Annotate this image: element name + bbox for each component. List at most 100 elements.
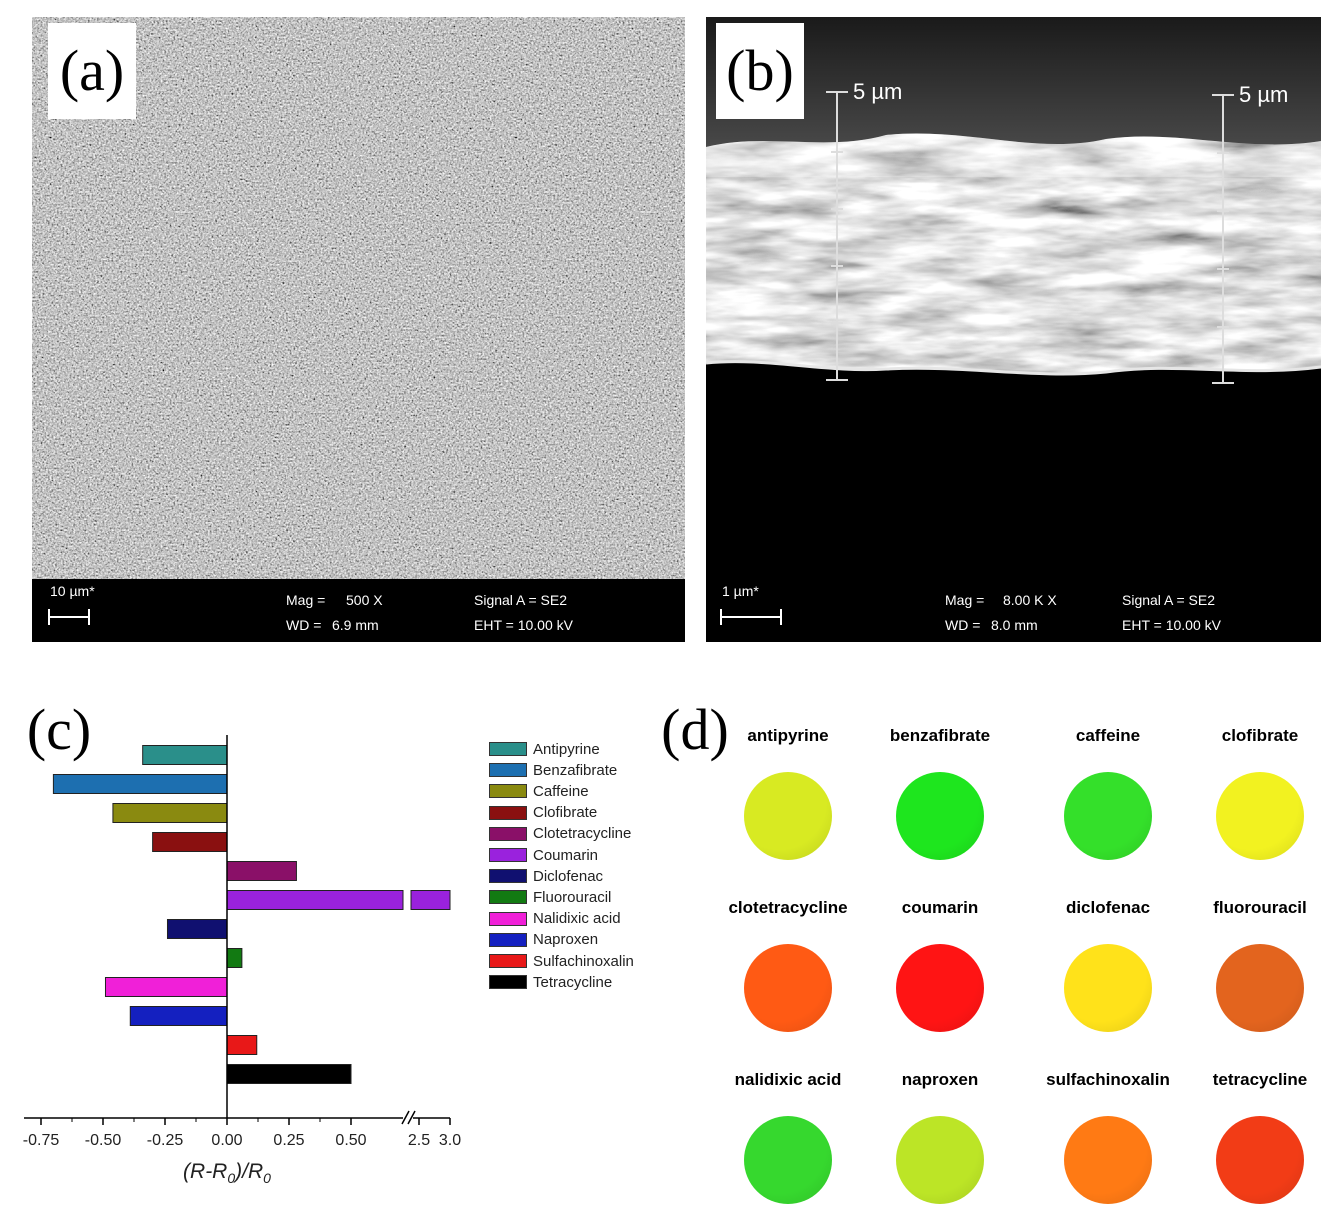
x-tick-label: 0.25 — [273, 1132, 304, 1149]
sem-image-surface: (a) 10 µm* Mag = 500 X WD = 6.9 mm Signa… — [32, 17, 685, 642]
bar-antipyrine — [142, 745, 228, 765]
bar-caffeine — [112, 803, 228, 823]
legend-item: Antipyrine — [489, 740, 600, 758]
bar-coumarin — [226, 890, 404, 910]
x-tick-label: -0.75 — [23, 1132, 60, 1149]
sem-info-bar: 1 µm* Mag = 8.00 K X WD = 8.0 mm Signal … — [706, 579, 1321, 642]
legend-swatch — [489, 932, 527, 947]
legend-label: Caffeine — [533, 782, 589, 800]
color-spot — [1064, 772, 1152, 860]
legend-item: Fluorouracil — [489, 888, 611, 906]
wd-value: 8.0 mm — [991, 617, 1038, 633]
eht-text: EHT = 10.00 kV — [1122, 617, 1221, 633]
color-spot — [744, 944, 832, 1032]
legend-label: Benzafibrate — [533, 761, 618, 779]
bar-diclofenac — [166, 919, 228, 939]
color-spot — [744, 1116, 832, 1204]
scale-bar-label: 10 µm* — [50, 583, 95, 599]
mag-label: Mag = — [945, 592, 985, 608]
legend-swatch — [489, 826, 527, 841]
thickness-ruler-label-2: 5 µm — [1239, 82, 1289, 107]
legend-item: Naproxen — [489, 931, 598, 949]
color-spot — [896, 1116, 984, 1204]
sem-cross-section-texture — [706, 17, 1321, 384]
bar-naproxen — [129, 1006, 228, 1026]
legend-swatch — [489, 848, 527, 862]
spot-cell: naproxen — [865, 1070, 1015, 1204]
axis-break-mark — [407, 1110, 416, 1125]
scale-bar — [48, 609, 90, 625]
color-spot — [896, 772, 984, 860]
panel-label-a: (a) — [48, 23, 136, 119]
signal-text: Signal A = SE2 — [1122, 592, 1216, 608]
spot-label: tetracycline — [1212, 1070, 1308, 1089]
legend-swatch — [489, 869, 527, 884]
eht-text: EHT = 10.00 kV — [474, 617, 573, 633]
legend-label: Tetracycline — [533, 973, 613, 991]
spot-cell: tetracycline — [1185, 1070, 1335, 1204]
legend-item: Benzafibrate — [489, 761, 617, 779]
legend-item: Tetracycline — [489, 973, 612, 991]
spot-label: caffeine — [1075, 726, 1141, 745]
color-spot — [744, 772, 832, 860]
wd-label: WD = — [286, 617, 322, 633]
thickness-ruler-label-1: 5 µm — [853, 79, 903, 104]
bar-tetracycline — [226, 1064, 352, 1084]
color-spot — [1064, 1116, 1152, 1204]
x-tick-label: 2.5 — [408, 1132, 430, 1149]
spot-cell: nalidixic acid — [713, 1070, 863, 1204]
panel-label-b: (b) — [716, 23, 804, 119]
mag-label: Mag = — [286, 592, 326, 608]
sem-image-cross-section: 5 µm 5 µm (b) 1 µm* Mag = 8.00 K X WD = … — [706, 17, 1321, 642]
axis-break-mark — [401, 1110, 410, 1125]
bar-clotetracycline — [226, 861, 297, 881]
legend-item: Nalidixic acid — [489, 910, 621, 928]
spot-cell: clofibrate — [1185, 726, 1335, 860]
spot-cell: clotetracycline — [713, 898, 863, 1032]
color-spot — [1064, 944, 1152, 1032]
spot-label: coumarin — [901, 898, 979, 917]
mag-value: 8.00 K X — [1003, 592, 1057, 608]
x-axis-label: (R-R0)/R0 — [183, 1160, 271, 1186]
color-spot — [896, 944, 984, 1032]
spot-cell: benzafibrate — [865, 726, 1015, 860]
color-spot — [1216, 944, 1304, 1032]
spot-label: diclofenac — [1065, 898, 1151, 917]
mag-value: 500 X — [346, 592, 383, 608]
bar-benzafibrate — [52, 774, 228, 794]
spot-label: clofibrate — [1221, 726, 1299, 745]
legend-item: Coumarin — [489, 846, 598, 864]
x-tick-label: -0.25 — [147, 1132, 184, 1149]
x-tick-label: -0.50 — [85, 1132, 122, 1149]
signal-text: Signal A = SE2 — [474, 592, 568, 608]
spot-cell: caffeine — [1033, 726, 1183, 860]
spot-cell: diclofenac — [1033, 898, 1183, 1032]
bar-segment-after-break — [410, 890, 451, 910]
legend-label: Diclofenac — [533, 867, 604, 885]
spot-label: nalidixic acid — [734, 1070, 842, 1089]
legend-swatch — [489, 975, 527, 990]
legend-swatch — [489, 763, 527, 778]
legend-label: Sulfachinoxalin — [533, 952, 634, 970]
spot-cell: coumarin — [865, 898, 1015, 1032]
sem-info-bar: 10 µm* Mag = 500 X WD = 6.9 mm Signal A … — [32, 579, 685, 642]
legend-swatch — [489, 742, 527, 756]
legend-label: Clotetracycline — [533, 825, 632, 843]
wd-value: 6.9 mm — [332, 617, 379, 633]
legend-swatch — [489, 805, 527, 820]
bar-fluorouracil — [226, 948, 243, 968]
legend-label: Clofibrate — [533, 804, 598, 822]
spot-label: sulfachinoxalin — [1046, 1070, 1170, 1089]
legend-item: Caffeine — [489, 782, 589, 800]
scale-bar — [720, 609, 782, 625]
spot-cell: fluorouracil — [1185, 898, 1335, 1032]
spot-label: clotetracycline — [728, 898, 848, 917]
x-tick-label: 0.50 — [335, 1132, 366, 1149]
scale-bar-label: 1 µm* — [722, 583, 759, 599]
sem-surface-texture — [32, 17, 685, 579]
legend-label: Naproxen — [533, 931, 599, 949]
color-spot — [1216, 1116, 1304, 1204]
